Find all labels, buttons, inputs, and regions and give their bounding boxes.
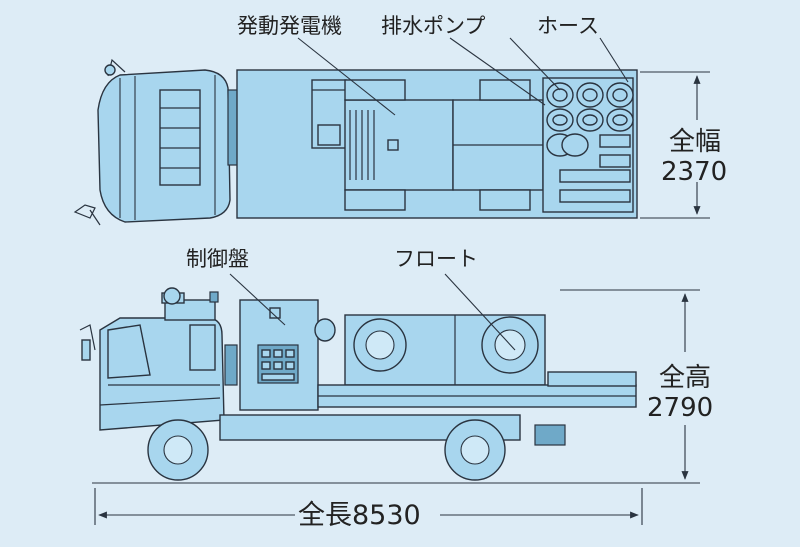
control-panel-label: 制御盤	[186, 247, 249, 271]
width-label: 全幅	[669, 127, 721, 157]
length-dimension	[94, 488, 643, 525]
side-view	[79, 287, 700, 525]
generator-label: 発動発電機	[237, 14, 342, 38]
length-label: 全長8530	[298, 500, 421, 531]
top-view-cab	[73, 58, 239, 226]
pump-unit	[452, 79, 544, 211]
control-panel-unit	[239, 299, 319, 411]
height-value: 2790	[647, 393, 713, 423]
pump-label: 排水ポンプ	[381, 14, 485, 38]
side-view-cab	[79, 287, 238, 431]
hose-label: ホース	[537, 14, 599, 38]
height-dimension	[560, 289, 700, 484]
width-value: 2370	[661, 157, 727, 187]
leader-lines	[229, 37, 629, 351]
rear-wheel-hub	[460, 435, 490, 465]
top-view-bed	[236, 69, 638, 219]
hose-rack	[542, 77, 634, 213]
height-label: 全高	[659, 363, 711, 393]
width-dimension	[640, 71, 710, 219]
top-view	[73, 58, 710, 226]
float-label: フロート	[394, 247, 478, 271]
front-wheel-hub	[163, 435, 193, 465]
generator-unit	[344, 79, 454, 211]
